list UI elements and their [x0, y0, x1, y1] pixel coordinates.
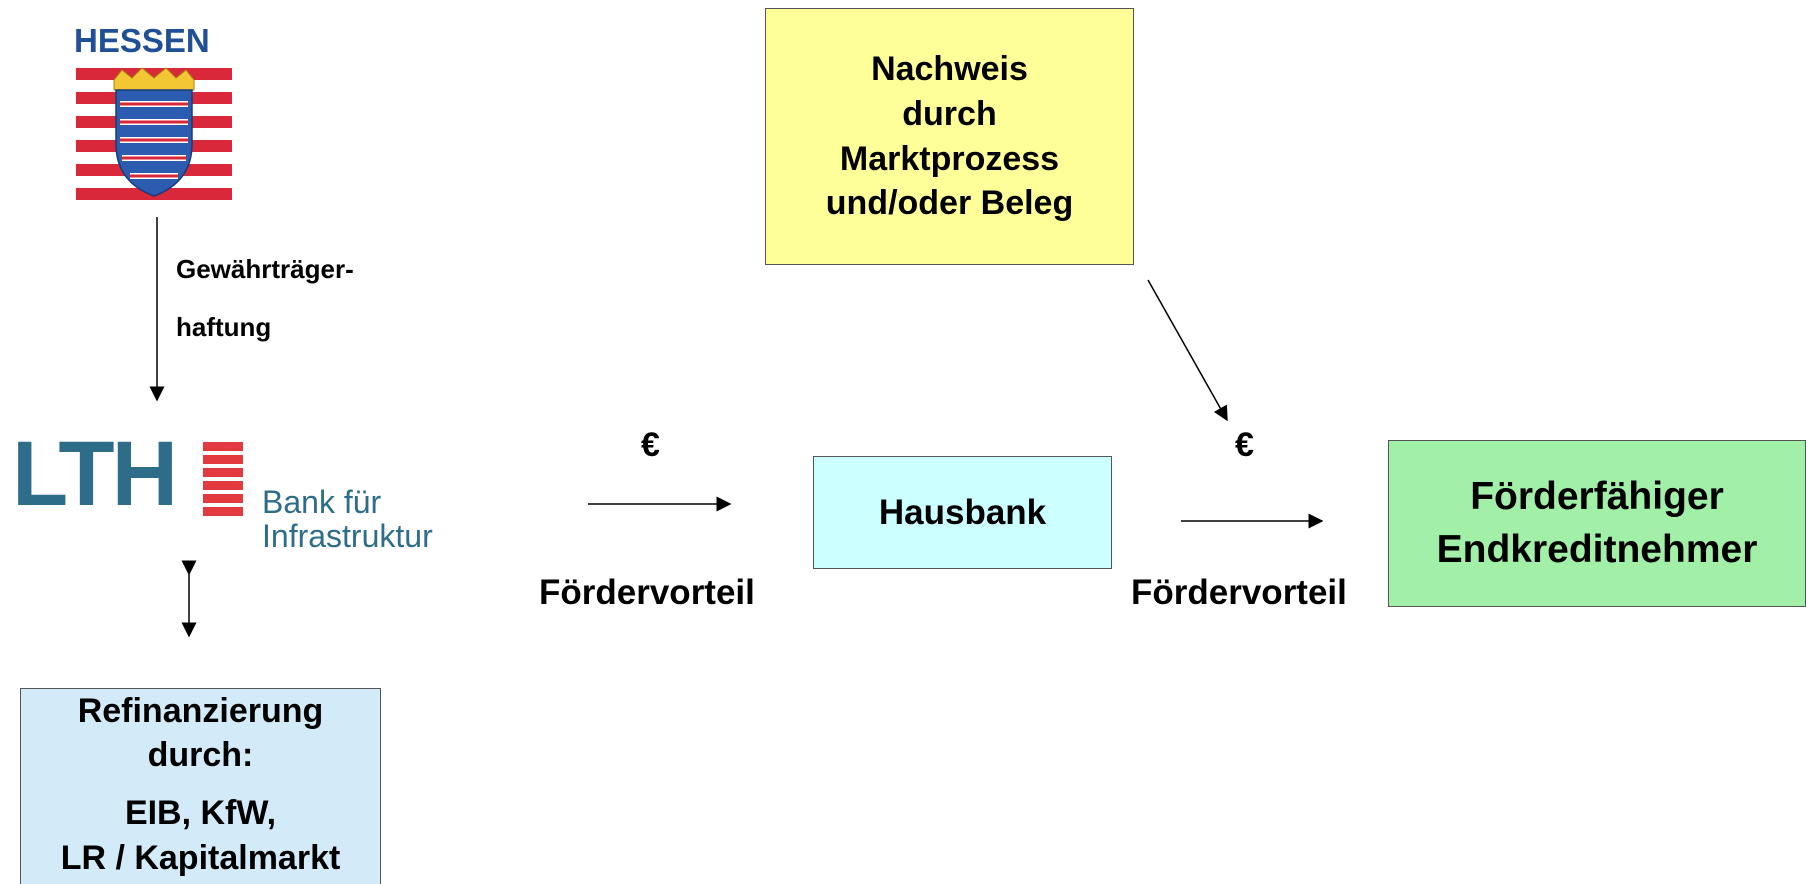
foerdervorteil-label-left: Fördervorteil — [539, 573, 755, 612]
lth-stripes-icon — [203, 442, 243, 516]
foerdervorteil-label-right: Fördervorteil — [1131, 573, 1347, 612]
hausbank-box: Hausbank — [813, 456, 1112, 569]
nachweis-line: Nachweis — [871, 49, 1028, 88]
hessen-wordmark: HESSEN — [74, 22, 210, 59]
gewaehrtraeger-label-line1: Gewährträger- — [176, 254, 354, 284]
refinanz-line1: Refinanzierung — [77, 692, 324, 730]
nachweis-line: durch — [902, 94, 997, 133]
hessen-coat-of-arms-icon — [76, 66, 232, 202]
refinanz-line4: LR / Kapitalmarkt — [60, 838, 341, 877]
endkredit-line: Endkreditnehmer — [1436, 527, 1758, 571]
refinanzierung-box: Refinanzierung durch: EIB, KfW, LR / Kap… — [20, 688, 381, 884]
nachweis-line: und/oder Beleg — [825, 184, 1074, 223]
lth-wordmark: LTH — [12, 423, 178, 525]
arrow-nachweis-to-euro — [1147, 279, 1228, 422]
nachweis-line: Marktprozess — [839, 139, 1060, 178]
endkredit-line: Förderfähiger — [1470, 474, 1724, 518]
refinanz-line3: EIB, KfW, — [124, 794, 277, 833]
lth-subtitle: Bank für Infrastruktur — [262, 484, 433, 554]
hausbank-label: Hausbank — [878, 492, 1047, 532]
lth-subtitle-line2: Infrastruktur — [262, 517, 433, 554]
euro-symbol-right: € — [1235, 426, 1254, 464]
lth-subtitle-line1: Bank für — [262, 484, 382, 520]
refinanz-line2: durch: — [147, 736, 254, 775]
nachweis-box: Nachweis durch Marktprozess und/oder Bel… — [765, 8, 1134, 265]
endkreditnehmer-box: Förderfähiger Endkreditnehmer — [1388, 440, 1806, 607]
gewaehrtraeger-label-line2: haftung — [176, 312, 272, 342]
euro-symbol-left: € — [641, 426, 660, 464]
